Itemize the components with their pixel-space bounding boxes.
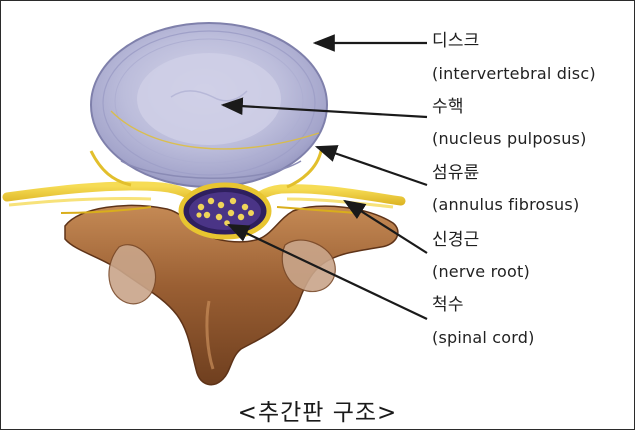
- label-nucleus-english: (nucleus pulposus): [432, 129, 587, 149]
- label-annulus-english: (annulus fibrosus): [432, 195, 579, 215]
- label-annulus-korean: 섬유륜: [432, 163, 480, 183]
- label-nucleus-korean: 수핵: [432, 97, 464, 117]
- spinal-cord: [181, 185, 269, 237]
- label-spinal-cord-korean: 척수: [432, 295, 464, 315]
- arrow-annulus: [317, 147, 427, 185]
- label-nerve-root-korean: 신경근: [432, 230, 480, 250]
- intervertebral-disc: [91, 23, 327, 187]
- nucleus-pulposus: [137, 53, 281, 145]
- label-nerve-root-english: (nerve root): [432, 262, 530, 282]
- label-disc-korean: 디스크: [432, 31, 480, 51]
- label-disc-english: (intervertebral disc): [432, 64, 596, 84]
- label-spinal-cord-english: (spinal cord): [432, 328, 535, 348]
- figure-caption: <추간판 구조>: [1, 393, 634, 427]
